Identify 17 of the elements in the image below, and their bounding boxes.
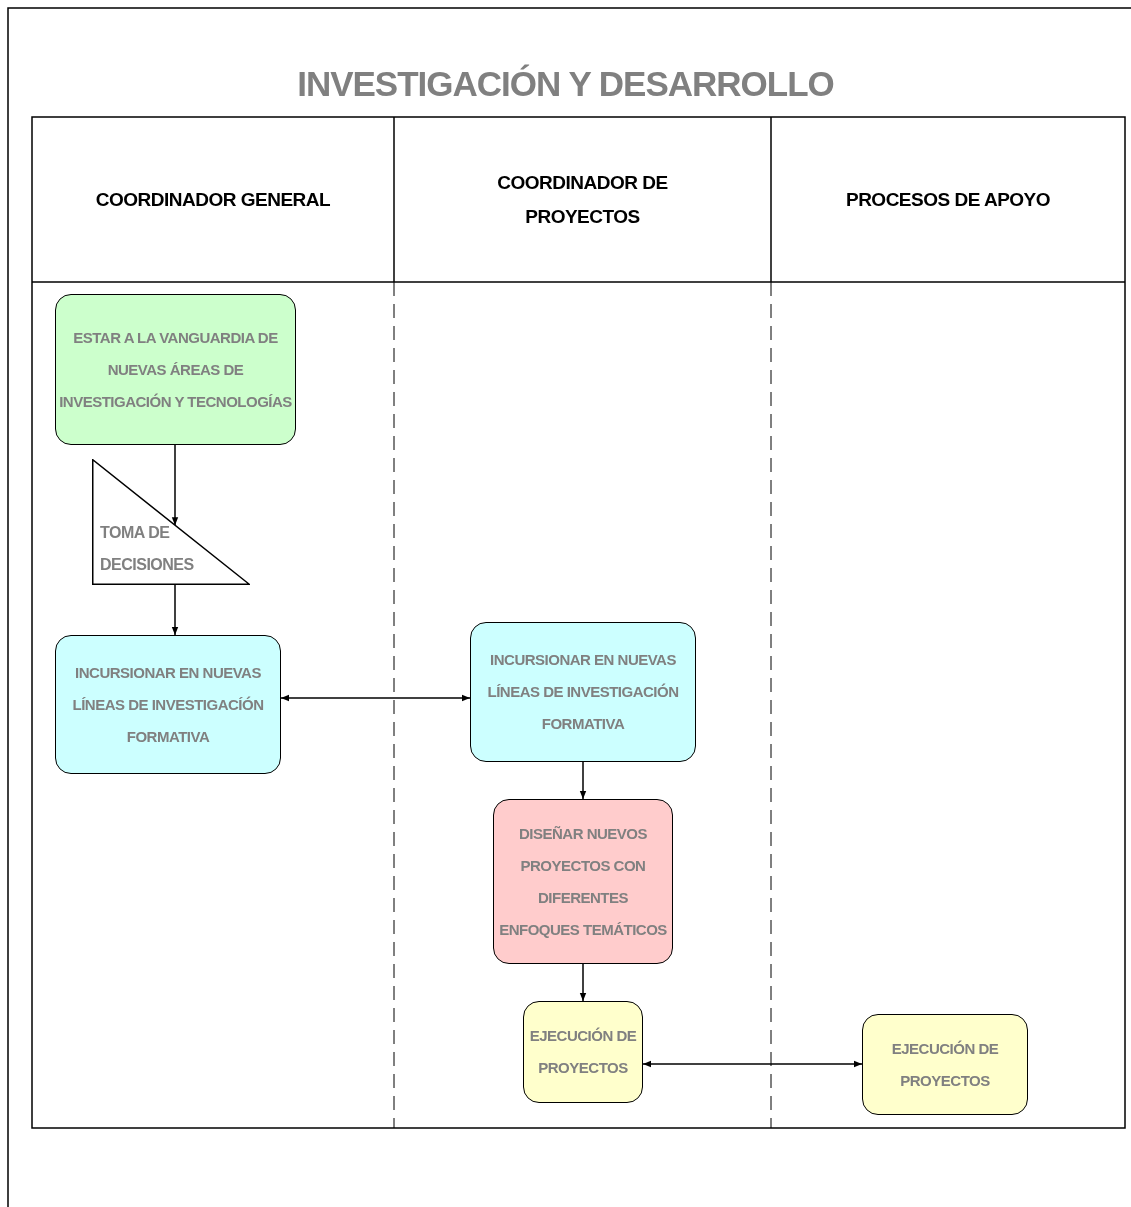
arrow bbox=[171, 444, 179, 526]
lane-header: COORDINADOR DE PROYECTOS bbox=[394, 117, 771, 282]
process-box: EJECUCIÓN DE PROYECTOS bbox=[523, 1001, 643, 1103]
arrow bbox=[280, 694, 471, 702]
diagram-title: INVESTIGACIÓN Y DESARROLLO bbox=[296, 64, 835, 104]
process-box: INCURSIONAR EN NUEVAS LÍNEAS DE INVESTIGACIÓN FORMATIVA bbox=[470, 622, 696, 762]
arrow bbox=[171, 584, 179, 636]
lane-header: COORDINADOR GENERAL bbox=[32, 117, 394, 282]
lane-header: PROCESOS DE APOYO bbox=[771, 117, 1125, 282]
process-box: EJECUCIÓN DE PROYECTOS bbox=[862, 1014, 1028, 1115]
arrow bbox=[642, 1060, 863, 1068]
process-box: ESTAR A LA VANGUARDIA DE NUEVAS ÁREAS DE INVESTIGACIÓN Y TECNOLOGÍAS bbox=[55, 294, 296, 445]
arrow bbox=[579, 761, 587, 800]
manual-input-shape: TOMA DE DECISIONES bbox=[92, 459, 250, 585]
process-box: DISEÑAR NUEVOS PROYECTOS CON DIFERENTES ENFOQUES TEMÁTICOS bbox=[493, 799, 673, 964]
arrow bbox=[579, 963, 587, 1002]
process-box: INCURSIONAR EN NUEVAS LÍNEAS DE INVESTIGACÍÓN FORMATIVA bbox=[55, 635, 281, 774]
